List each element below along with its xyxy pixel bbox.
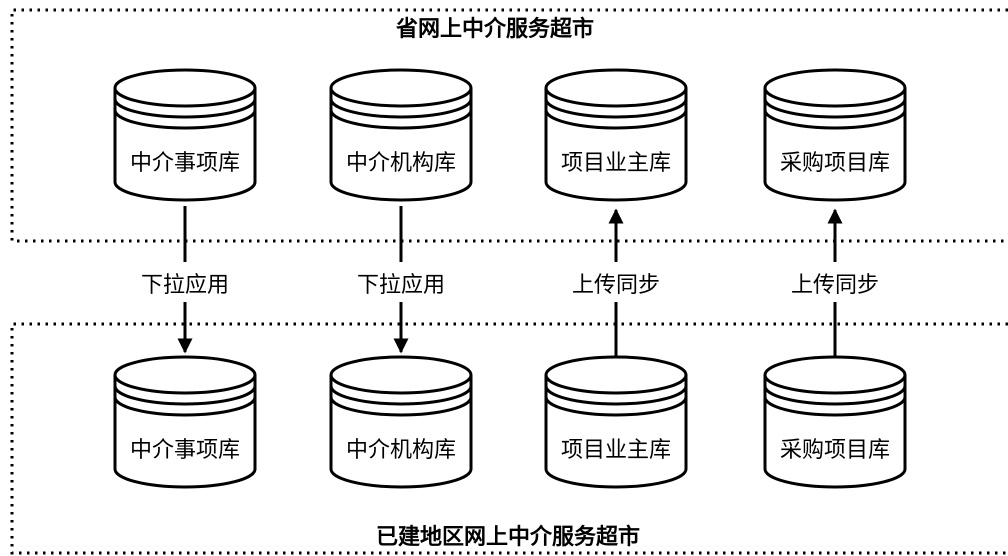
lower-zone: 已建地区网上中介服务超市 — [10, 322, 1008, 555]
upper-zone: 省网上中介服务超市 — [10, 8, 1008, 243]
connector-label: 下拉应用 — [357, 273, 445, 298]
connector-label: 上传同步 — [572, 273, 660, 298]
lower-zone-title: 已建地区网上中介服务超市 — [376, 524, 640, 550]
connector-up: 上传同步 — [572, 208, 660, 356]
connector-down: 下拉应用 — [141, 206, 229, 354]
upper-databases: 中介事项库 中介机构库 项目业主库 采购项目库 — [113, 68, 907, 202]
database-cylinder: 中介事项库 — [113, 355, 257, 489]
database-cylinder: 采购项目库 — [763, 68, 907, 202]
database-cylinder: 中介事项库 — [113, 68, 257, 202]
database-label: 项目业主库 — [561, 438, 671, 463]
database-label: 中介机构库 — [346, 438, 456, 463]
connector-down: 下拉应用 — [357, 206, 445, 354]
database-cylinder: 中介机构库 — [329, 355, 473, 489]
upper-zone-border — [10, 8, 1008, 243]
database-label: 采购项目库 — [780, 438, 890, 463]
database-cylinder: 采购项目库 — [763, 355, 907, 489]
database-label: 中介事项库 — [130, 151, 240, 176]
database-label: 采购项目库 — [780, 151, 890, 176]
lower-zone-border — [10, 322, 1008, 555]
database-cylinder: 中介机构库 — [329, 68, 473, 202]
database-label: 中介机构库 — [346, 151, 456, 176]
database-cylinder: 项目业主库 — [544, 68, 688, 202]
database-cylinder: 项目业主库 — [544, 355, 688, 489]
connections: 下拉应用 下拉应用 上传同步 上传同步 — [141, 206, 879, 356]
connector-label: 上传同步 — [791, 273, 879, 298]
lower-databases: 中介事项库 中介机构库 项目业主库 采购项目库 — [113, 355, 907, 489]
database-label: 项目业主库 — [561, 151, 671, 176]
upper-zone-title: 省网上中介服务超市 — [395, 16, 594, 42]
database-label: 中介事项库 — [130, 438, 240, 463]
connector-up: 上传同步 — [791, 208, 879, 356]
connector-label: 下拉应用 — [141, 273, 229, 298]
